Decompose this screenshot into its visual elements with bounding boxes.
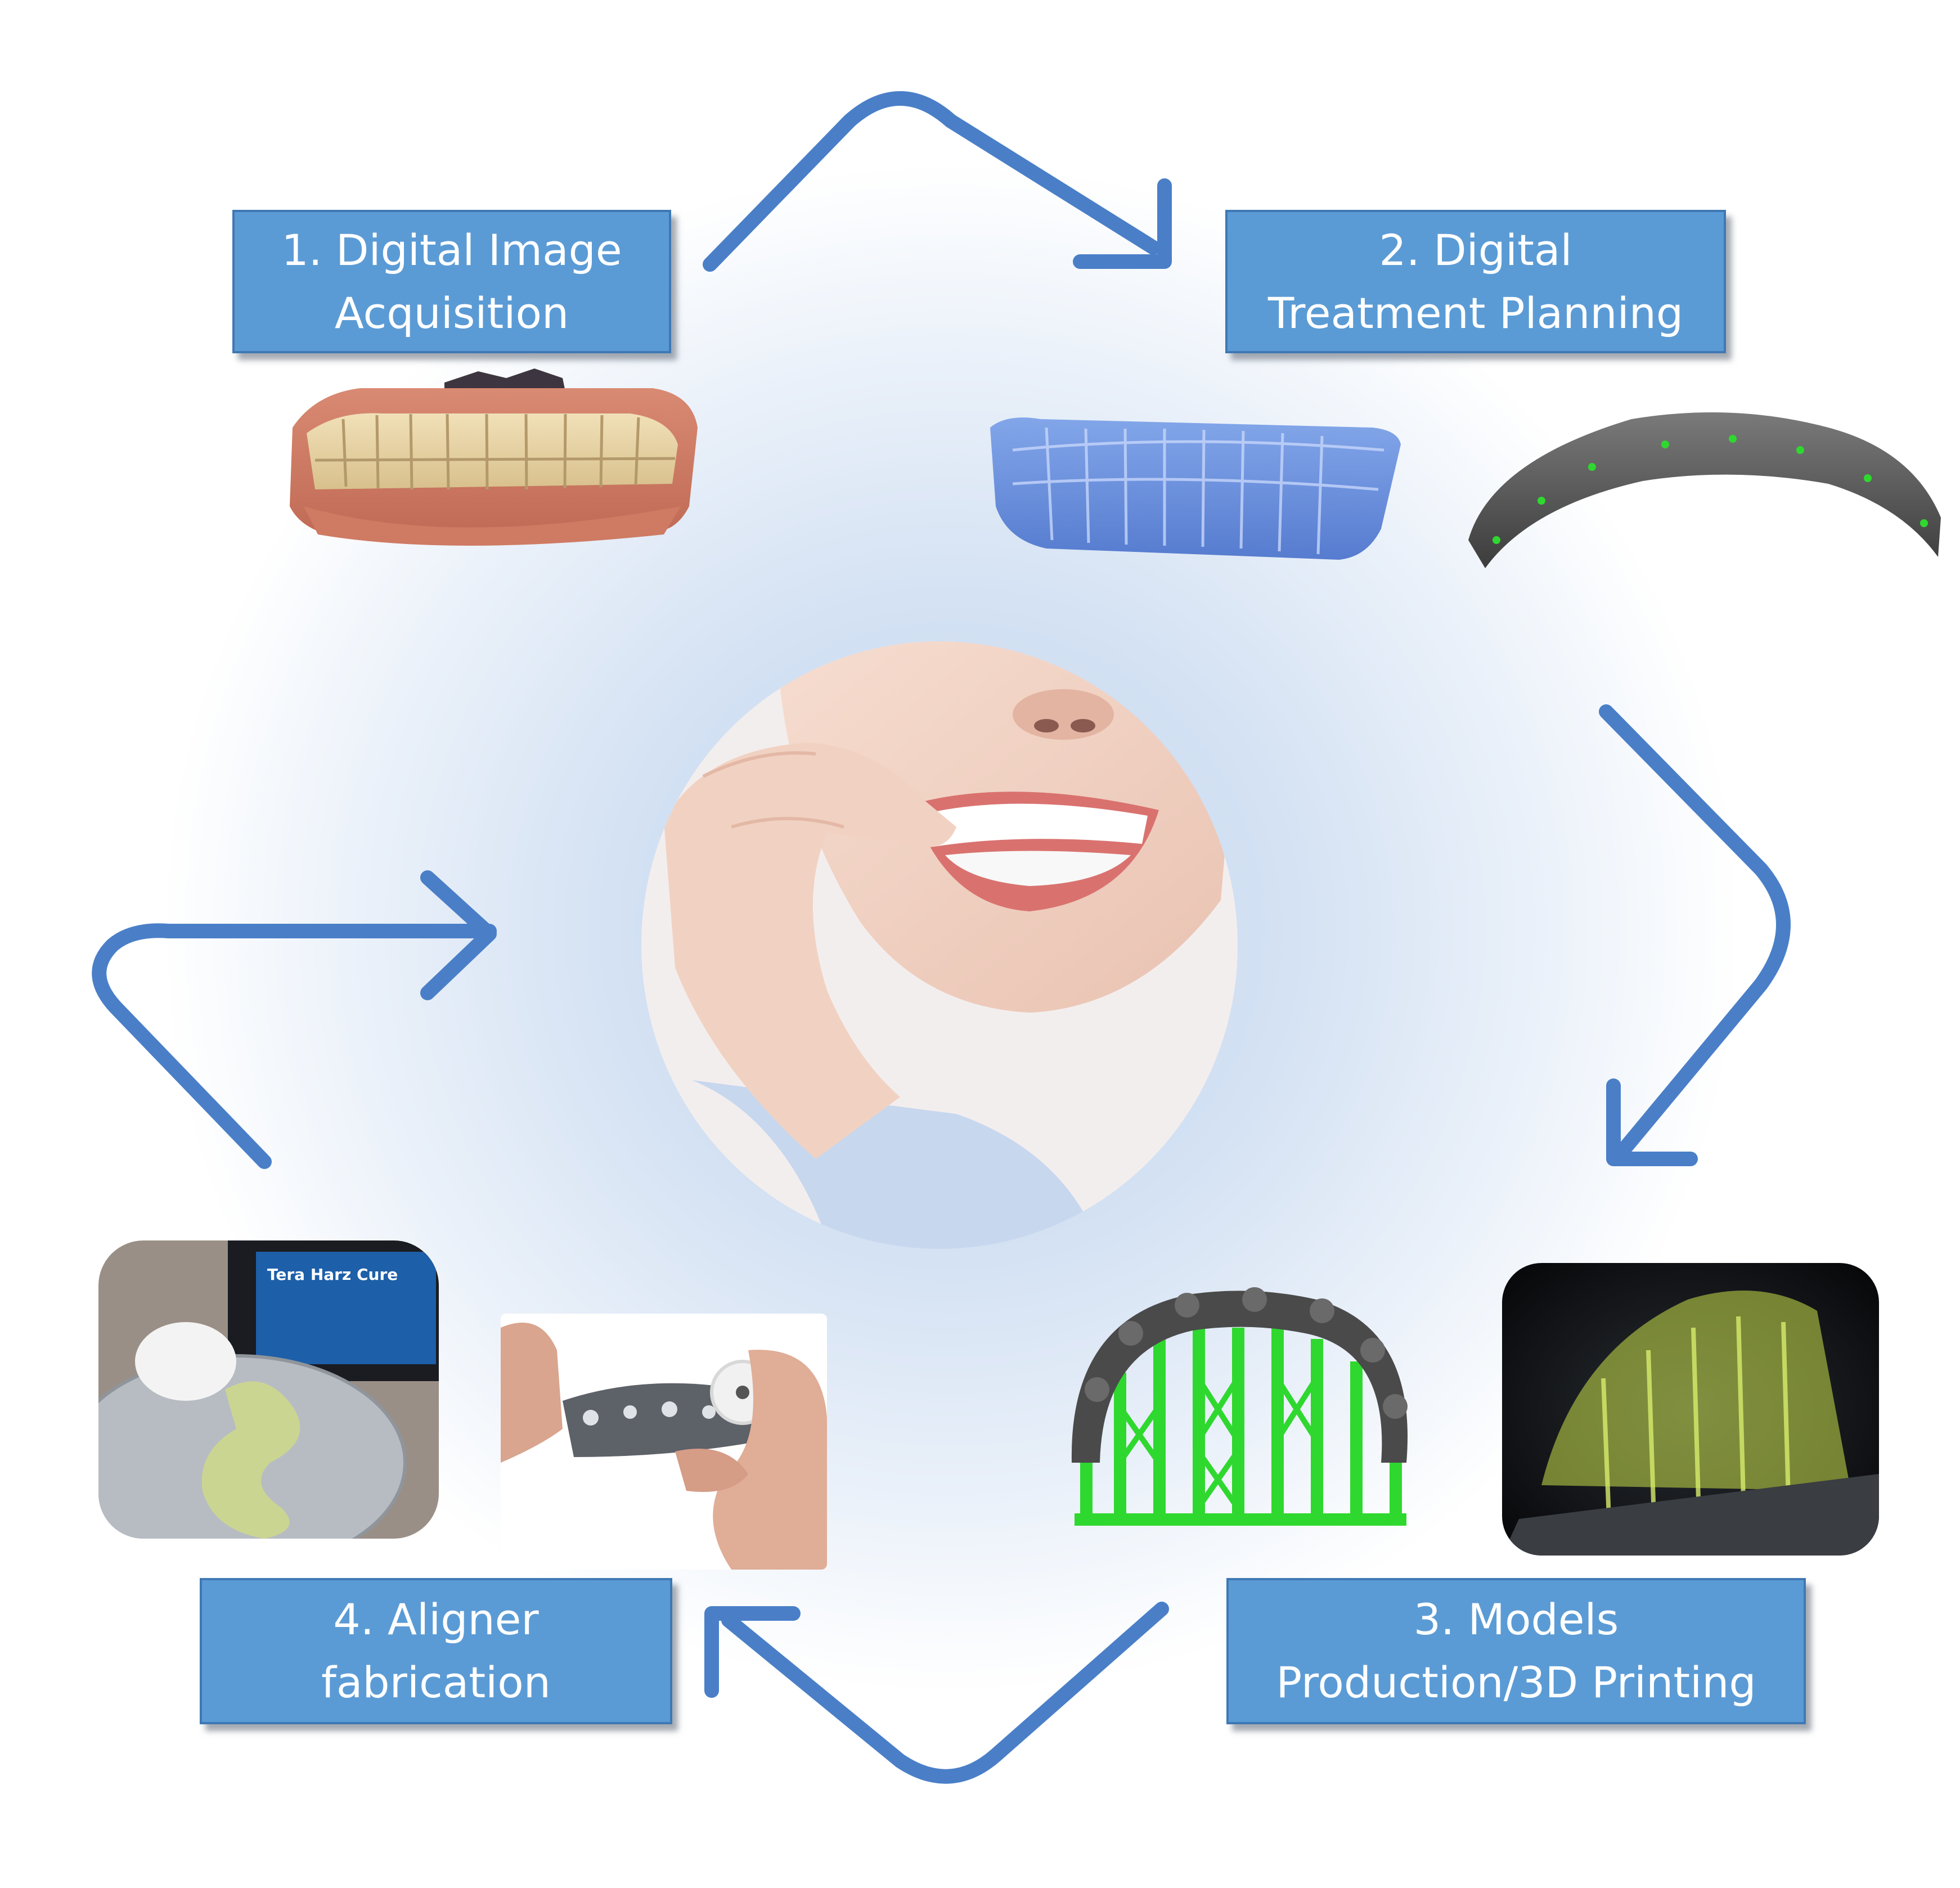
step-1-line2: Acquisition — [334, 287, 569, 338]
curved-arrow-icon — [704, 1602, 1169, 1784]
step-1-line1: 1. Digital Image — [281, 224, 622, 275]
aligner-trimming-photo — [501, 1314, 827, 1570]
step-4-label: 4. Aligner fabrication — [200, 1578, 672, 1724]
curved-arrow-icon — [1599, 704, 1791, 1166]
teeth-scan-model — [290, 368, 698, 546]
step-3-line2: Production/3D Printing — [1276, 1657, 1756, 1707]
blue-aligner-model — [990, 417, 1401, 560]
step-2-line1: 2. Digital — [1379, 224, 1572, 275]
curved-arrow-icon — [92, 870, 497, 1169]
resin-print-photo — [1502, 1263, 1879, 1556]
step-4-line1: 4. Aligner — [333, 1594, 539, 1644]
printer-screen-text: Tera Harz Cure — [267, 1265, 398, 1284]
step-1-label: 1. Digital Image Acquisition — [232, 210, 671, 353]
step-3-label: 3. Models Production/3D Printing — [1226, 1578, 1806, 1724]
printed-model-supports — [1071, 1287, 1408, 1526]
step-2-label: 2. Digital Treatment Planning — [1225, 210, 1726, 353]
step-3-line1: 3. Models — [1413, 1594, 1619, 1644]
curved-arrow-icon — [703, 91, 1172, 272]
thermoforming-photo: Tera Harz Cure — [98, 1240, 439, 1539]
step-2-line2: Treatment Planning — [1267, 287, 1684, 338]
patient-photo — [641, 641, 1238, 1249]
gray-arch-model — [1468, 412, 1941, 568]
step-4-line2: fabrication — [321, 1657, 551, 1707]
